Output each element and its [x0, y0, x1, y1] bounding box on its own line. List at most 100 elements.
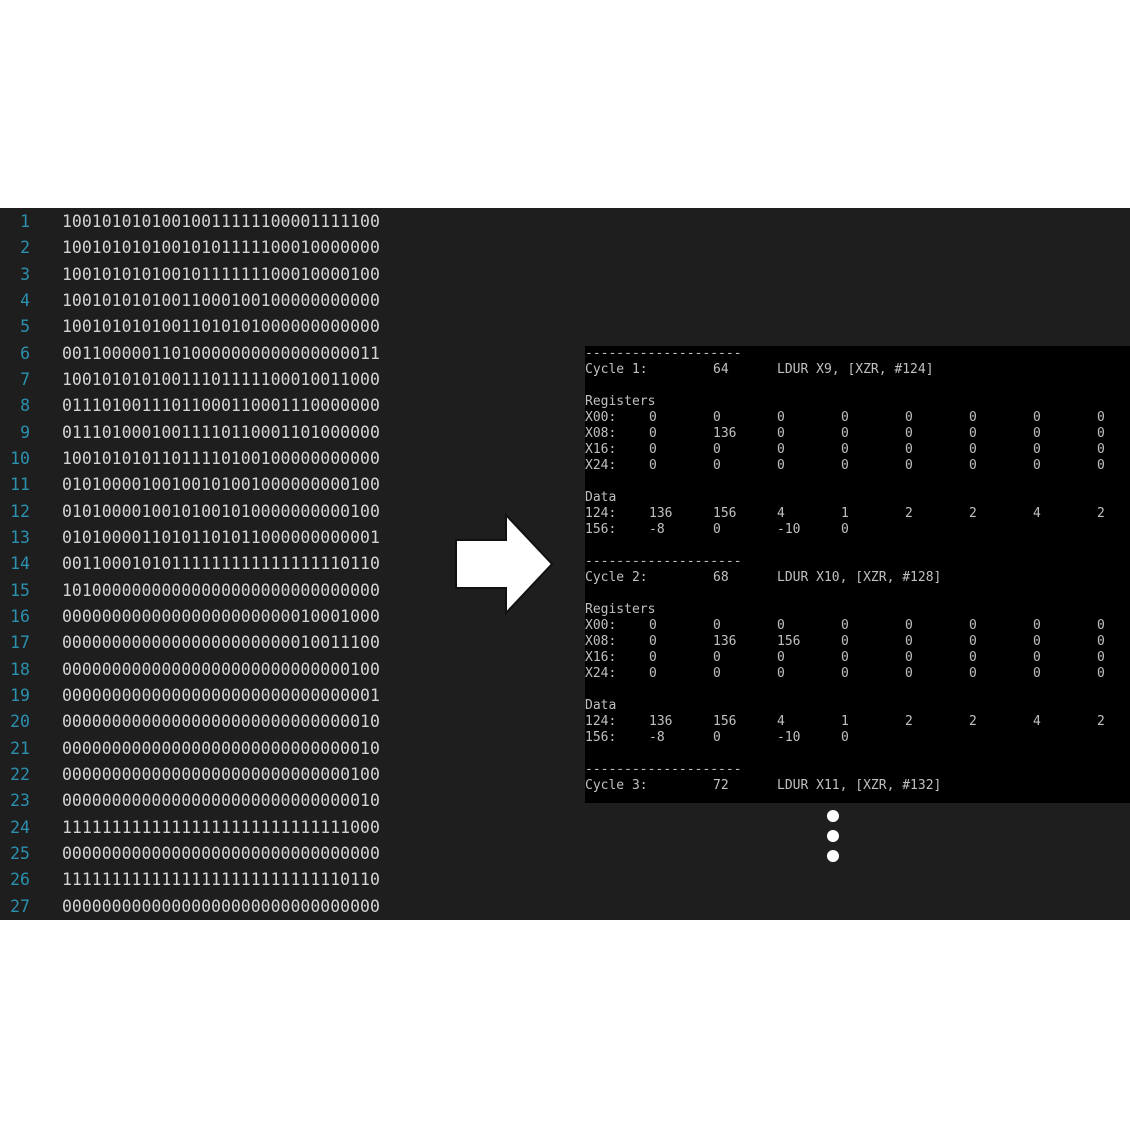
data-value: 136	[649, 714, 673, 729]
line-number: 13	[10, 527, 30, 547]
line-number: 19	[10, 685, 30, 705]
binary-instruction: 01110100111011000110001110000000	[62, 396, 380, 416]
binary-instruction: 10010101010010101111100010000000	[62, 238, 380, 258]
code-line[interactable]: 16 00000000000000000000000010001000	[0, 604, 440, 630]
registers-heading: Registers	[585, 394, 656, 409]
program-counter: 68	[713, 570, 729, 585]
register-value: 0	[649, 666, 657, 681]
register-value: 0	[1097, 666, 1105, 681]
binary-instruction: 00000000000000000000000000000001	[62, 685, 380, 705]
register-value: 0	[777, 426, 785, 441]
data-value: 2	[905, 506, 913, 521]
register-value: 156	[777, 634, 801, 649]
register-value: 0	[713, 666, 721, 681]
data-value: -10	[777, 730, 801, 745]
data-value: 2	[1097, 506, 1105, 521]
register-value: 0	[777, 618, 785, 633]
register-value: 0	[649, 458, 657, 473]
line-number: 22	[10, 764, 30, 784]
binary-instruction: 00000000000000000000000010011100	[62, 633, 380, 653]
line-number: 4	[20, 290, 30, 310]
register-value: 0	[905, 426, 913, 441]
instruction-text: LDUR X10, [XZR, #128]	[777, 570, 942, 585]
data-heading: Data	[585, 698, 617, 713]
line-number: 21	[10, 738, 30, 758]
binary-instruction: 10010101010011010101000000000000	[62, 317, 380, 337]
register-value: 0	[841, 634, 849, 649]
binary-instruction: 00000000000000000000000000000100	[62, 764, 380, 784]
line-number: 24	[10, 817, 30, 837]
code-line[interactable]: 13 01010000110101101011000000000001	[0, 525, 440, 551]
line-number: 16	[10, 606, 30, 626]
code-line[interactable]: 22 00000000000000000000000000000100	[0, 762, 440, 788]
line-number: 9	[20, 422, 30, 442]
register-value: 0	[969, 650, 977, 665]
line-number: 1	[20, 212, 30, 231]
register-label: X08:	[585, 634, 617, 649]
binary-instruction: 00000000000000000000000000000000	[62, 896, 380, 916]
line-number: 18	[10, 659, 30, 679]
register-value: 0	[649, 410, 657, 425]
register-label: X00:	[585, 618, 617, 633]
binary-instruction: 01010000110101101011000000000001	[62, 527, 380, 547]
binary-instruction: 00000000000000000000000010001000	[62, 606, 380, 626]
register-value: 0	[713, 618, 721, 633]
register-value: 0	[1033, 666, 1041, 681]
separator-line: --------------------	[585, 554, 742, 569]
data-value: 1	[841, 506, 849, 521]
register-value: 0	[969, 618, 977, 633]
register-value: 0	[777, 458, 785, 473]
data-value: 0	[713, 730, 721, 745]
line-number: 23	[10, 791, 30, 811]
binary-instruction: 10010101010011101111100010011000	[62, 369, 380, 389]
register-value: 0	[969, 410, 977, 425]
register-value: 0	[841, 410, 849, 425]
data-value: 136	[649, 506, 673, 521]
register-value: 0	[1097, 442, 1105, 457]
code-line[interactable]: 19 00000000000000000000000000000001	[0, 683, 440, 709]
binary-instruction: 10010101010010111111100010000100	[62, 264, 380, 284]
register-value: 0	[969, 458, 977, 473]
register-value: 0	[841, 650, 849, 665]
register-value: 0	[777, 442, 785, 457]
register-label: X00:	[585, 410, 617, 425]
binary-instruction: 00110000011010000000000000000011	[62, 343, 380, 363]
register-value: 0	[1097, 410, 1105, 425]
data-value: 156	[713, 506, 737, 521]
data-value: 2	[969, 714, 977, 729]
register-value: 0	[1097, 650, 1105, 665]
register-label: X16:	[585, 442, 617, 457]
line-number: 11	[10, 475, 30, 495]
register-value: 0	[713, 458, 721, 473]
binary-instruction: 01010000100101001010000000000100	[62, 501, 380, 521]
register-value: 0	[649, 618, 657, 633]
cycle-label: Cycle 1:	[585, 362, 648, 377]
data-address: 156:	[585, 730, 617, 745]
register-value: 0	[841, 618, 849, 633]
register-value: 0	[969, 666, 977, 681]
